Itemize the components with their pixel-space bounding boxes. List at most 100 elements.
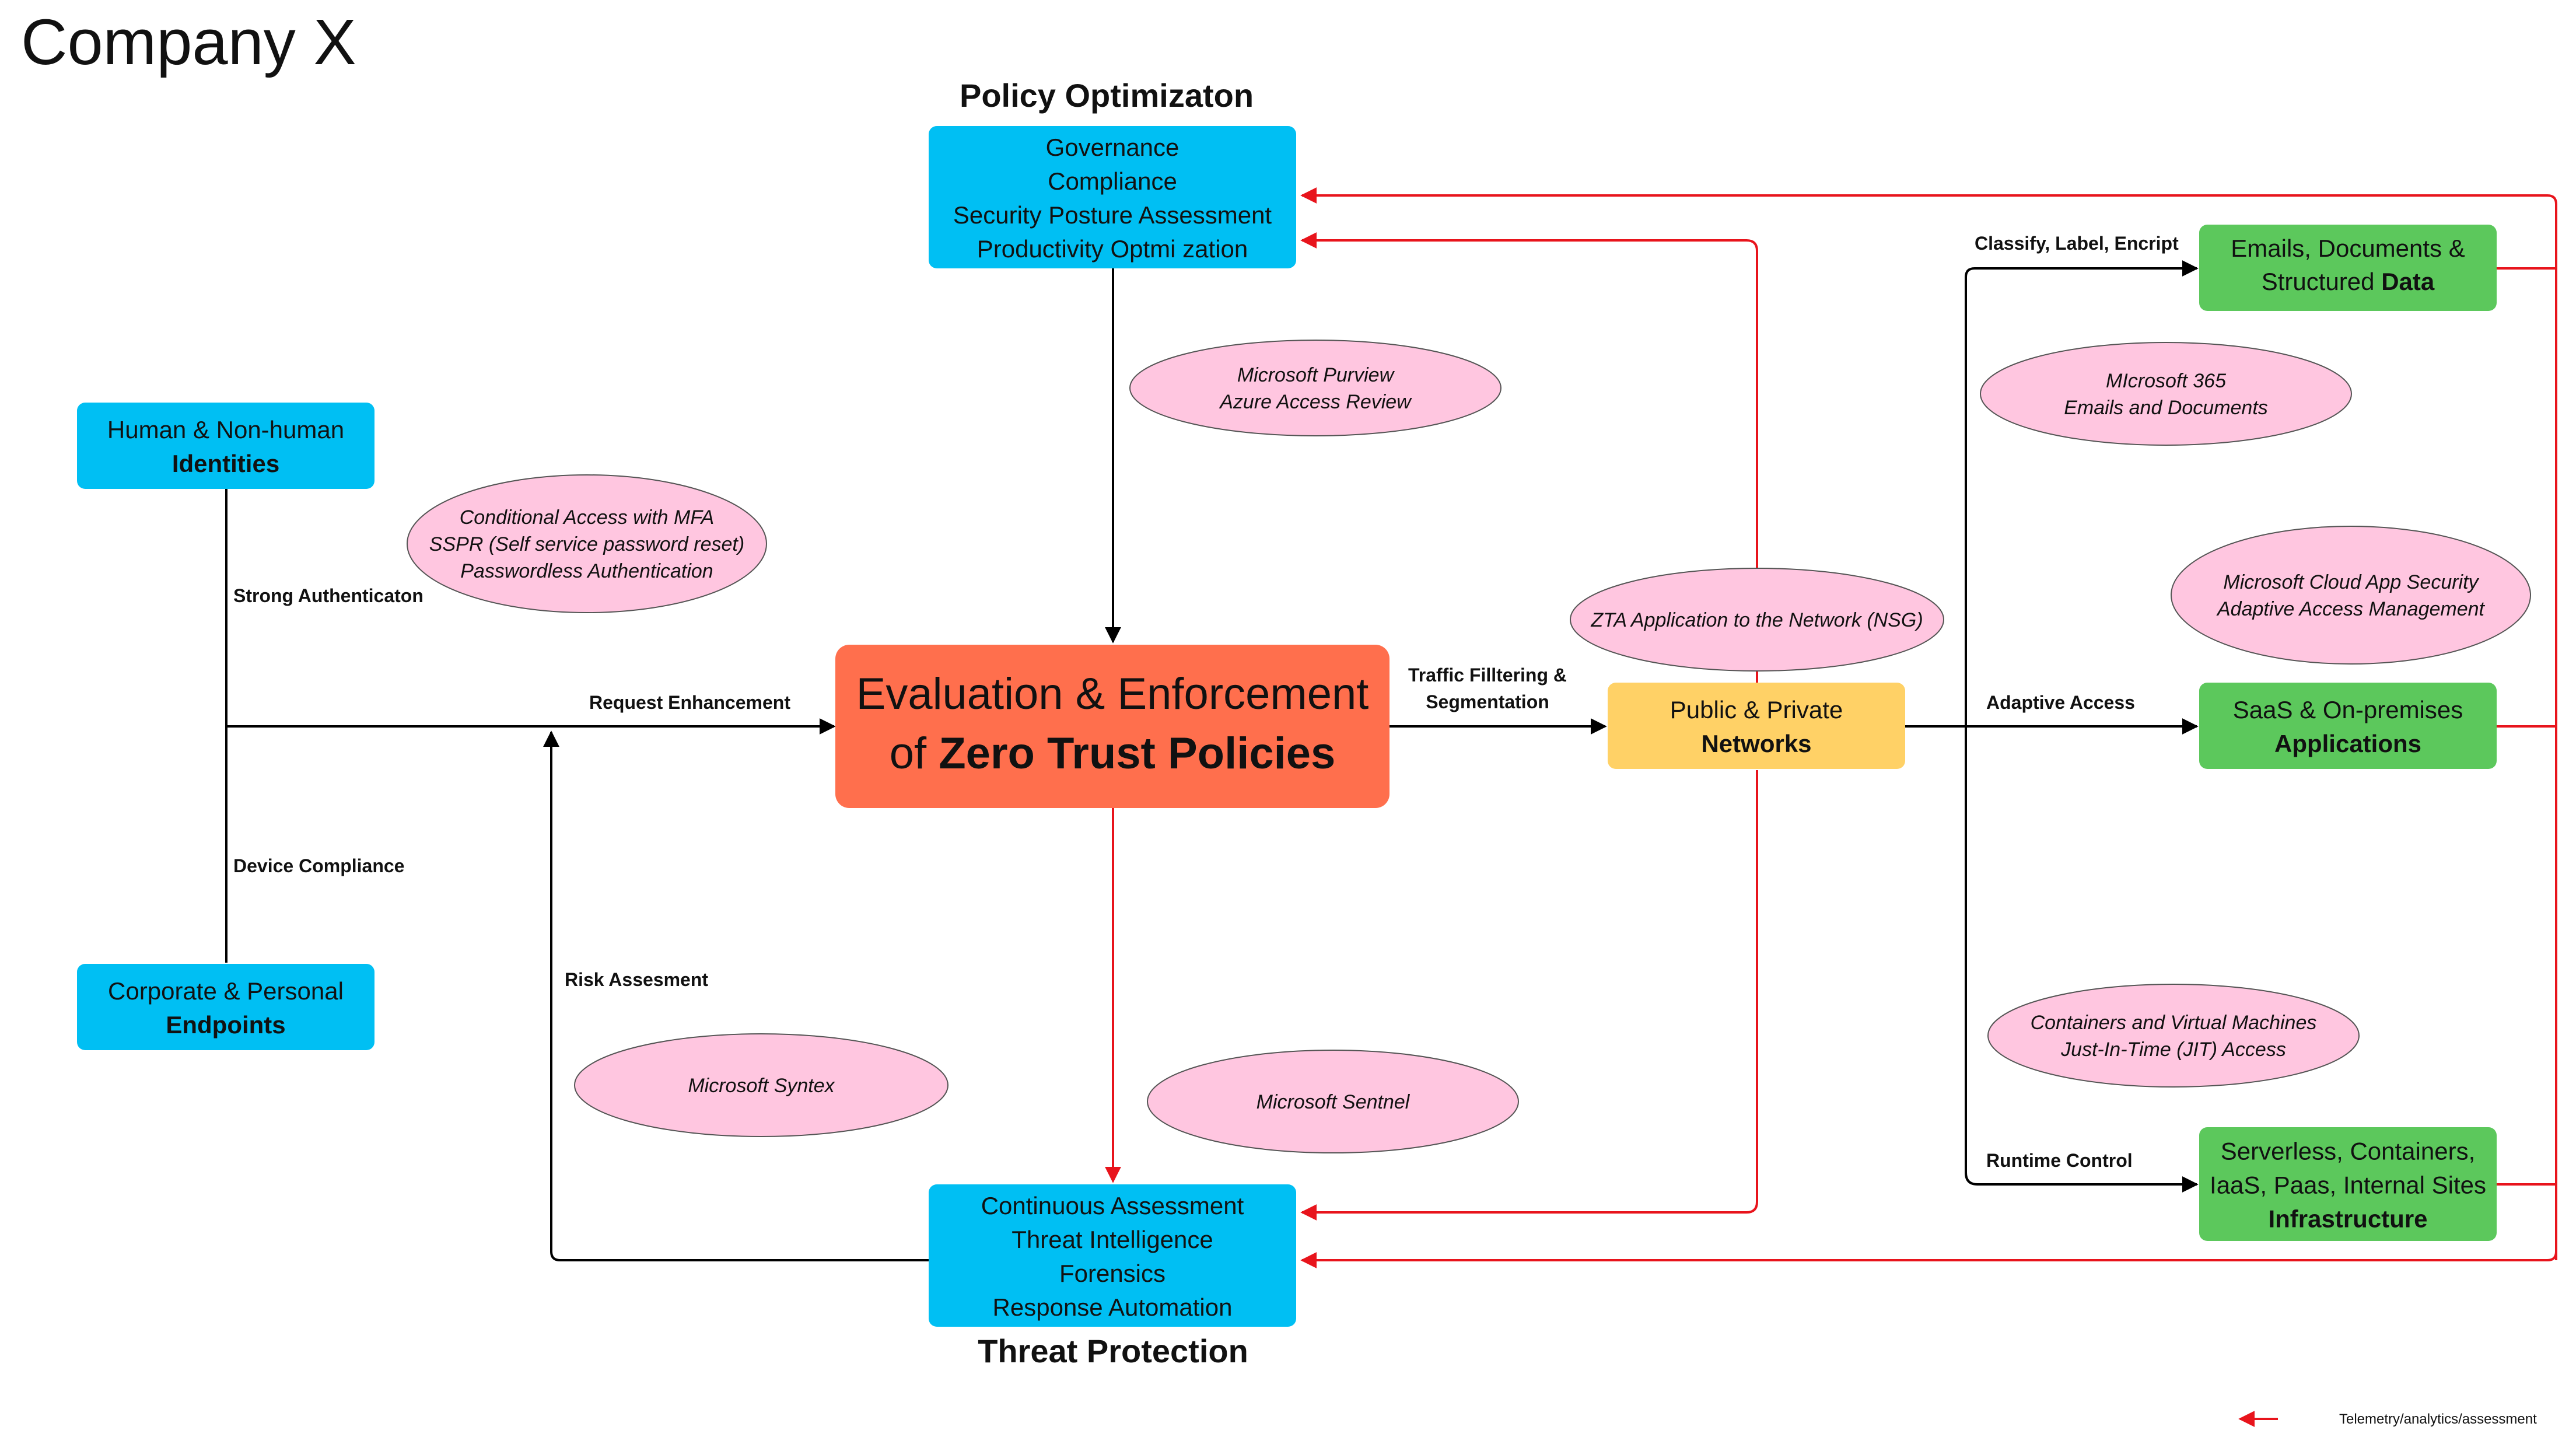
- endpoints-box: [77, 964, 374, 1050]
- endpoints-line-1: Corporate & Personal: [108, 977, 344, 1005]
- threat-line-1: Continuous Assessment: [981, 1192, 1244, 1219]
- applications-box: [2199, 683, 2497, 769]
- ellipse-sentinel: Microsoft Sentnel: [1147, 1050, 1519, 1153]
- zta-ellipse-line-1: ZTA Application to the Network (NSG): [1590, 609, 1923, 631]
- purview-ellipse: [1129, 340, 1502, 436]
- threat-protection-title: Threat Protection: [978, 1333, 1248, 1369]
- governance-line-3: Security Posture Assessment: [953, 201, 1272, 229]
- adaptive-access-label: Adaptive Access: [1986, 692, 2135, 713]
- risk-assesment-label: Risk Assesment: [565, 969, 708, 990]
- data-line1: Emails, Documents &: [2231, 235, 2465, 262]
- networks-line-1: Public & Private: [1670, 696, 1843, 723]
- purview-ellipse-line-1: Microsoft Purview: [1237, 364, 1395, 386]
- zta-text: ZTA Application to the Network (NSG): [1590, 609, 1923, 631]
- strong-authentication-label: Strong Authenticaton: [233, 585, 424, 606]
- policy-optimization-title: Policy Optimizaton: [960, 77, 1254, 114]
- cloud-app-ellipse-line-2: Adaptive Access Management: [2216, 598, 2486, 620]
- data-line2-bold: Data: [2381, 268, 2435, 295]
- networks-to-threat-arrow: [1300, 770, 1758, 1221]
- runtime-control-label: Runtime Control: [1986, 1150, 2133, 1171]
- legend-label: Telemetry/analytics/assessment: [2339, 1411, 2537, 1427]
- containers-ellipse-line-1: Containers and Virtual Machines: [2031, 1012, 2317, 1034]
- syntex-ellipse-line-1: Microsoft Syntex: [688, 1075, 835, 1097]
- m365-ellipse: [1980, 342, 2352, 446]
- networks-to-infrastructure-arrow: [1965, 1172, 2199, 1193]
- governance-line-4: Productivity Optmi zation: [977, 235, 1248, 263]
- governance-line-2: Compliance: [1048, 167, 1177, 195]
- threat-line-3: Forensics: [1059, 1260, 1166, 1287]
- identities-line-2: Identities: [172, 450, 279, 477]
- networks-line-2: Networks: [1701, 730, 1811, 757]
- risk-assesment-arrow: [543, 730, 929, 1261]
- page-title: Company X: [21, 6, 356, 78]
- containers-ellipse: [1987, 984, 2360, 1088]
- threat-line-4: Response Automation: [993, 1293, 1233, 1321]
- telemetry-to-governance-outer-arrow: [1300, 187, 2557, 1260]
- zta-ellipse: [1570, 568, 1944, 672]
- core-line2-bold: Zero Trust Policies: [939, 729, 1335, 778]
- red-connectors: [1105, 187, 2557, 1268]
- core-line2-prefix: of: [890, 729, 939, 778]
- data-node: Emails, Documents & Structured Data: [2199, 225, 2497, 311]
- segmentation-label: Segmentation: [1426, 691, 1549, 712]
- data-line2: Structured Data: [2262, 268, 2435, 295]
- infrastructure-box: [2199, 1127, 2497, 1241]
- identities-box: [77, 403, 374, 489]
- mfa-ellipse: [407, 474, 767, 613]
- networks-to-data-arrow: [1965, 260, 2199, 1173]
- infrastructure-line-3: Infrastructure: [2268, 1205, 2427, 1233]
- applications-line-2: Applications: [2274, 730, 2421, 757]
- mfa-ellipse-line-1: Conditional Access with MFA: [460, 506, 715, 529]
- device-compliance-label: Device Compliance: [233, 855, 404, 876]
- sentinel-ellipse-line-1: Microsoft Sentnel: [1256, 1091, 1410, 1113]
- endpoints-line-2: Endpoints: [166, 1011, 285, 1039]
- governance-line-1: Governance: [1046, 134, 1180, 161]
- mfa-ellipse-line-3: Passwordless Authentication: [460, 560, 713, 582]
- classify-label: Classify, Label, Encript: [1975, 233, 2179, 254]
- syntex-ellipse: [574, 1033, 949, 1137]
- sentinel-text: Microsoft Sentnel: [1256, 1091, 1410, 1113]
- core-line1: Evaluation & Enforcement: [856, 669, 1369, 719]
- infrastructure-node: Serverless, Containers, IaaS, Paas, Inter…: [2199, 1127, 2497, 1241]
- ellipse-syntex: Microsoft Syntex: [574, 1033, 949, 1137]
- cloud-app-ellipse: [2171, 526, 2531, 665]
- core-line2: of Zero Trust Policies: [890, 729, 1336, 778]
- networks-to-governance-arrow: [1300, 232, 1758, 683]
- infrastructure-text: Serverless, Containers, IaaS, Paas, Inter…: [2210, 1138, 2486, 1233]
- ellipse-zta: ZTA Application to the Network (NSG): [1570, 568, 1944, 672]
- legend: Telemetry/analytics/assessment: [2238, 1411, 2537, 1427]
- telemetry-to-threat-outer-arrow: [1300, 1251, 2557, 1268]
- traffic-filtering-label: Traffic Filltering &: [1408, 665, 1567, 686]
- data-box: [2199, 225, 2497, 311]
- containers-ellipse-line-2: Just-In-Time (JIT) Access: [2060, 1039, 2286, 1061]
- applications-line-1: SaaS & On-premises: [2233, 696, 2463, 723]
- sentinel-ellipse: [1147, 1050, 1519, 1153]
- core-node: Evaluation & Enforcement of Zero Trust P…: [835, 645, 1390, 808]
- governance-box: [929, 126, 1296, 268]
- m365-ellipse-line-2: Emails and Documents: [2064, 397, 2268, 419]
- data-line2-prefix: Structured: [2262, 268, 2381, 295]
- infrastructure-line-2: IaaS, Paas, Internal Sites: [2210, 1172, 2486, 1199]
- black-connectors: [225, 260, 2199, 1261]
- infrastructure-line-1: Serverless, Containers,: [2221, 1138, 2476, 1165]
- request-enhancement-label: Request Enhancement: [589, 692, 790, 713]
- identities-line-1: Human & Non-human: [107, 416, 344, 443]
- syntex-text: Microsoft Syntex: [688, 1075, 835, 1097]
